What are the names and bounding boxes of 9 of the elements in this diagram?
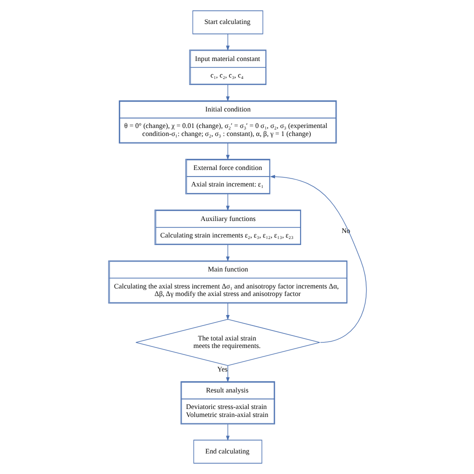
arrow — [226, 84, 230, 102]
arrow — [226, 34, 230, 51]
arrow — [226, 194, 230, 211]
arrow — [226, 143, 230, 160]
arrow — [269, 174, 366, 343]
arrow — [226, 424, 230, 441]
arrow — [226, 303, 230, 320]
arrow — [226, 244, 230, 262]
arrow — [226, 365, 230, 382]
